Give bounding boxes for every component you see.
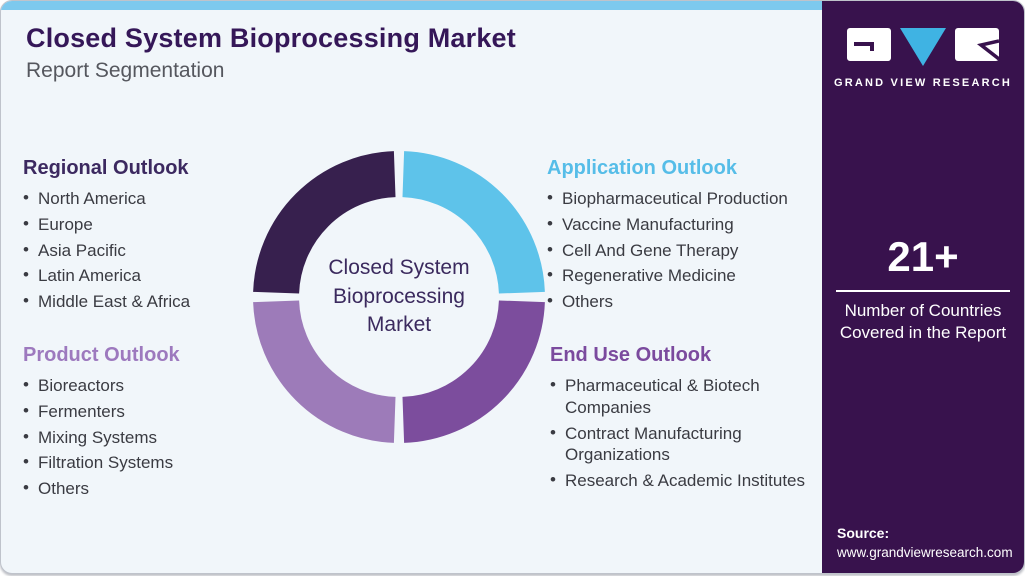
bullet-list: BioreactorsFermentersMixing SystemsFiltr… — [23, 374, 268, 500]
list-item: Contract Manufacturing Organizations — [550, 422, 825, 467]
list-item: Regenerative Medicine — [547, 264, 829, 287]
list-item: Fermenters — [23, 400, 268, 423]
list-item: Asia Pacific — [23, 239, 268, 262]
segment-end-use-outlook: End Use Outlook Pharmaceutical & Biotech… — [550, 344, 825, 496]
stat-divider — [836, 290, 1010, 292]
source-url[interactable]: www.grandviewresearch.com — [837, 545, 1013, 560]
segment-heading: Regional Outlook — [23, 157, 189, 179]
page-subtitle: Report Segmentation — [26, 59, 225, 82]
segment-application-outlook: Application Outlook Biopharmaceutical Pr… — [547, 157, 829, 317]
logo-wordmark: GRAND VIEW RESEARCH — [833, 77, 1013, 89]
countries-stat: 21+ Number of Countries Covered in the R… — [832, 233, 1014, 345]
logo-r-icon — [955, 28, 999, 61]
list-item: Biopharmaceutical Production — [547, 187, 829, 210]
list-item: Bioreactors — [23, 374, 268, 397]
logo-g-icon — [847, 28, 891, 61]
list-item: Mixing Systems — [23, 426, 268, 449]
donut-chart — [253, 151, 545, 443]
top-accent-bar — [1, 1, 822, 10]
donut-segment-end-use — [401, 299, 545, 443]
list-item: Middle East & Africa — [23, 290, 268, 313]
list-item: Others — [23, 477, 268, 500]
gvr-logo: GRAND VIEW RESEARCH — [822, 28, 1024, 89]
segment-regional-outlook: Regional Outlook North AmericaEuropeAsia… — [23, 157, 268, 317]
logo-v-icon — [900, 28, 946, 66]
list-item: Others — [547, 290, 829, 313]
sidebar: GRAND VIEW RESEARCH 21+ Number of Countr… — [822, 1, 1024, 573]
list-item: Europe — [23, 213, 268, 236]
source-block: Source: www.grandviewresearch.com — [837, 525, 1013, 560]
donut-segment-application — [401, 151, 545, 295]
list-item: Pharmaceutical & Biotech Companies — [550, 374, 825, 419]
bullet-list: North AmericaEuropeAsia PacificLatin Ame… — [23, 187, 268, 313]
bullet-list: Pharmaceutical & Biotech CompaniesContra… — [550, 374, 825, 492]
page-title: Closed System Bioprocessing Market — [26, 23, 516, 53]
donut-segment-product — [253, 299, 397, 443]
list-item: Vaccine Manufacturing — [547, 213, 829, 236]
list-item: Latin America — [23, 264, 268, 287]
list-item: North America — [23, 187, 268, 210]
segment-heading: Application Outlook — [547, 157, 737, 179]
bullet-list: Biopharmaceutical ProductionVaccine Manu… — [547, 187, 829, 313]
segment-heading: Product Outlook — [23, 344, 180, 366]
list-item: Filtration Systems — [23, 451, 268, 474]
list-item: Research & Academic Institutes — [550, 469, 825, 492]
stat-value: 21+ — [887, 233, 959, 280]
header: Closed System Bioprocessing Market Repor… — [26, 23, 516, 83]
segment-product-outlook: Product Outlook BioreactorsFermentersMix… — [23, 344, 268, 504]
stat-label: Number of Countries Covered in the Repor… — [839, 301, 1007, 343]
segment-heading: End Use Outlook — [550, 344, 712, 366]
logo-blocks — [822, 28, 1024, 66]
source-label: Source: — [837, 525, 890, 541]
list-item: Cell And Gene Therapy — [547, 239, 829, 262]
donut-segment-regional — [253, 151, 397, 295]
